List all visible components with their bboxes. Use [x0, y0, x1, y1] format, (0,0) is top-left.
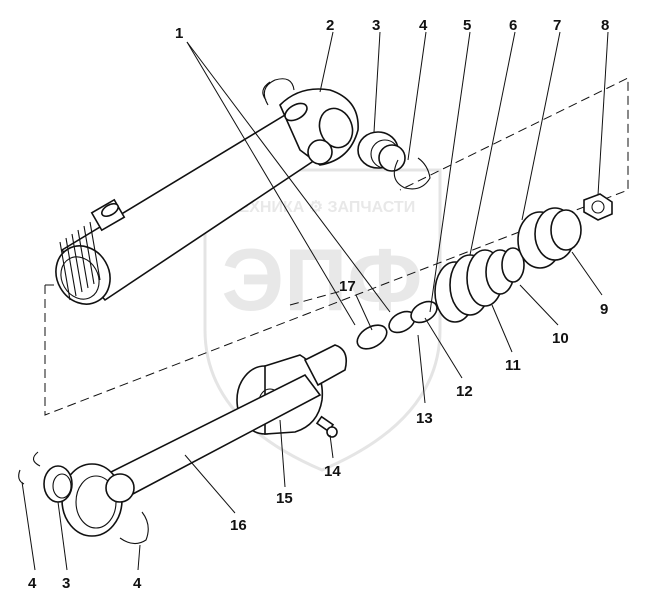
callout-7: 7	[553, 17, 561, 34]
callout-1: 1	[175, 25, 183, 42]
bushing-top	[357, 131, 406, 172]
callout-3-bottom: 3	[62, 575, 70, 592]
grease-fitting	[315, 415, 338, 438]
callout-16: 16	[230, 517, 247, 534]
callout-8: 8	[601, 17, 609, 34]
callout-14: 14	[324, 463, 341, 480]
callout-3: 3	[372, 17, 380, 34]
callout-6: 6	[509, 17, 517, 34]
watermark-logo: ТЕХНИКА ⚙ ЗАПЧАСТИ ЭПФ	[203, 168, 442, 472]
callout-10: 10	[552, 330, 569, 347]
callout-labels: 1 2 3 4 5 6 7 8 9 10 11 12 13 14 15 16 1…	[28, 17, 609, 592]
callout-4: 4	[419, 17, 428, 34]
callout-4-bottom-left: 4	[28, 575, 37, 592]
bottom-rings	[18, 451, 149, 545]
cylinder-barrel	[55, 88, 359, 305]
callout-13: 13	[416, 410, 433, 427]
callout-17: 17	[339, 278, 356, 295]
callout-4-bottom-right: 4	[133, 575, 142, 592]
piston-rod	[61, 344, 348, 537]
callout-12: 12	[456, 383, 473, 400]
watermark-logo-letters: ЭПФ	[222, 230, 423, 329]
callout-11: 11	[505, 357, 521, 374]
callout-15: 15	[276, 490, 293, 507]
callout-5: 5	[463, 17, 471, 34]
leader-lines	[21, 31, 609, 571]
retaining-ring-top	[262, 78, 295, 106]
watermark-company-text: ТЕХНИКА ⚙ ЗАПЧАСТИ	[229, 199, 415, 216]
snap-ring-top	[393, 157, 431, 190]
callout-2: 2	[326, 17, 334, 34]
callout-9: 9	[600, 301, 608, 318]
piston-seals	[356, 300, 438, 350]
piston-assembly	[434, 193, 613, 323]
